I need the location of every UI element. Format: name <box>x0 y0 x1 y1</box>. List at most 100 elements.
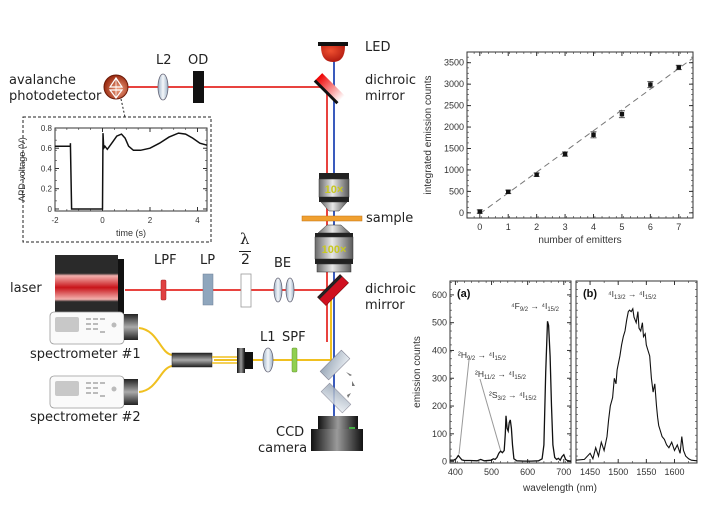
panel-label-b: (b) <box>583 288 597 300</box>
x-tick-label: 1550 <box>636 467 656 477</box>
spectrometer-2-icon <box>49 375 138 409</box>
y-tick-label: 0.4 <box>41 164 53 173</box>
data-point <box>591 132 596 137</box>
fiber-2 <box>138 365 173 393</box>
x-tick-label: 0 <box>477 222 482 232</box>
laser-icon <box>55 255 124 320</box>
y-tick-label: 2000 <box>444 122 464 132</box>
dichroic-mirror-bottom-icon <box>317 274 349 306</box>
lpf-filter-icon <box>160 279 167 301</box>
x-tick-label: 3 <box>563 222 568 232</box>
plot-frame <box>466 51 694 219</box>
objective-100x-icon: 100× <box>314 224 354 273</box>
spf-filter-icon <box>291 347 298 373</box>
plot-frame <box>54 127 208 212</box>
x-tick-label: 6 <box>648 222 653 232</box>
x-tick-label: 7 <box>676 222 681 232</box>
sample-slide-icon <box>301 215 363 222</box>
y-tick-label: 400 <box>432 345 447 355</box>
lp-polarizer-icon <box>202 273 214 306</box>
x-tick-label: 2 <box>148 216 153 225</box>
annotation-2S3-2: ²S3/2 → ⁴I15/2 <box>489 390 537 402</box>
data-point <box>477 209 482 214</box>
objective-10x-icon: 10× <box>318 173 350 212</box>
od-filter-icon <box>193 71 204 103</box>
flip-arrows-icon <box>346 372 355 398</box>
annotation-leader-2H11-2 <box>479 378 502 451</box>
y-tick-label: 0 <box>48 205 53 214</box>
y-tick-label: 0.8 <box>41 124 53 133</box>
y-tick-label: 500 <box>432 318 447 328</box>
l2-label: L2 <box>156 53 172 68</box>
apd-label-1: avalanche <box>9 73 76 88</box>
y-tick-label: 1500 <box>444 144 464 154</box>
halfwave-fraction-bar <box>239 251 251 252</box>
y-tick-label: 0.6 <box>41 144 53 153</box>
x-tick-label: 4 <box>591 222 596 232</box>
data-point <box>648 82 653 87</box>
data-point <box>506 189 511 195</box>
lens-l2-icon <box>157 73 169 101</box>
be-label: BE <box>274 256 292 271</box>
objective-10x-label: 10× <box>325 184 344 196</box>
data-point <box>619 111 625 117</box>
plot-frame <box>575 280 698 464</box>
x-tick-label: 700 <box>556 467 571 477</box>
spf-label: SPF <box>282 330 306 345</box>
avalanche-photodetector-icon <box>103 74 129 100</box>
apd-voltage-line <box>55 132 208 210</box>
ir-spectrum-line <box>575 307 698 462</box>
visible-spectrum-line <box>450 321 572 462</box>
y-tick-label: 3500 <box>444 58 464 68</box>
y-axis-label: APD voltage (V) <box>17 137 27 202</box>
sample-label: sample <box>366 211 414 226</box>
lpf-label: LPF <box>154 253 177 268</box>
dichroic-mirror-top-icon <box>313 73 345 105</box>
x-tick-label: 2 <box>534 222 539 232</box>
l1-label: L1 <box>260 330 276 345</box>
x-tick-label: -2 <box>51 216 59 225</box>
dichroic-top-label-2: mirror <box>365 89 405 104</box>
dichroic-bottom-label-2: mirror <box>365 298 405 313</box>
panel-label-a: (a) <box>457 288 471 300</box>
plot-frame <box>449 280 572 464</box>
objective-100x-label: 100× <box>322 244 347 256</box>
beam-expander-icon <box>273 277 295 303</box>
y-tick-label: 1000 <box>444 165 464 175</box>
data-point <box>534 172 539 177</box>
dichroic-bottom-label-1: dichroic <box>365 282 417 297</box>
y-tick-label: 200 <box>432 401 447 411</box>
lp-label: LP <box>200 253 216 268</box>
x-tick-label: 600 <box>520 467 535 477</box>
laser-label: laser <box>10 281 42 296</box>
annotation-2H9-2: ²H9/2 → ⁴I15/2 <box>458 350 506 362</box>
spectrometer-1-label: spectrometer #1 <box>30 347 141 362</box>
x-tick-label: 1 <box>506 222 511 232</box>
spectrometer-1-icon <box>49 311 138 345</box>
dichroic-top-label-1: dichroic <box>365 73 417 88</box>
x-tick-label: 1600 <box>664 467 684 477</box>
x-tick-label: 1450 <box>580 467 600 477</box>
y-tick-label: 100 <box>432 429 447 439</box>
halfwave-plate-icon <box>240 273 252 308</box>
annotation-4F9-2: ⁴F9/2 → ⁴I15/2 <box>511 301 559 313</box>
apd-inset-frame <box>22 116 212 243</box>
x-tick-label: 5 <box>619 222 624 232</box>
fiber-splitter-icon <box>171 352 213 368</box>
annotation-4I13-2: ⁴I13/2 → ⁴I15/2 <box>608 289 656 301</box>
x-tick-label: 0 <box>100 216 105 225</box>
y-tick-label: 0 <box>459 208 464 218</box>
y-tick-label: 3000 <box>444 79 464 89</box>
x-tick-label: 4 <box>195 216 200 225</box>
y-axis-label: emission counts <box>412 336 423 408</box>
y-tick-label: 2500 <box>444 101 464 111</box>
annotation-2H11-2: ²H11/2 → ⁴I15/2 <box>475 369 526 381</box>
y-tick-label: 600 <box>432 290 447 300</box>
data-point <box>676 65 681 70</box>
apd-label-2: photodetector <box>9 89 102 104</box>
ccd-label-1: CCD <box>276 425 305 440</box>
